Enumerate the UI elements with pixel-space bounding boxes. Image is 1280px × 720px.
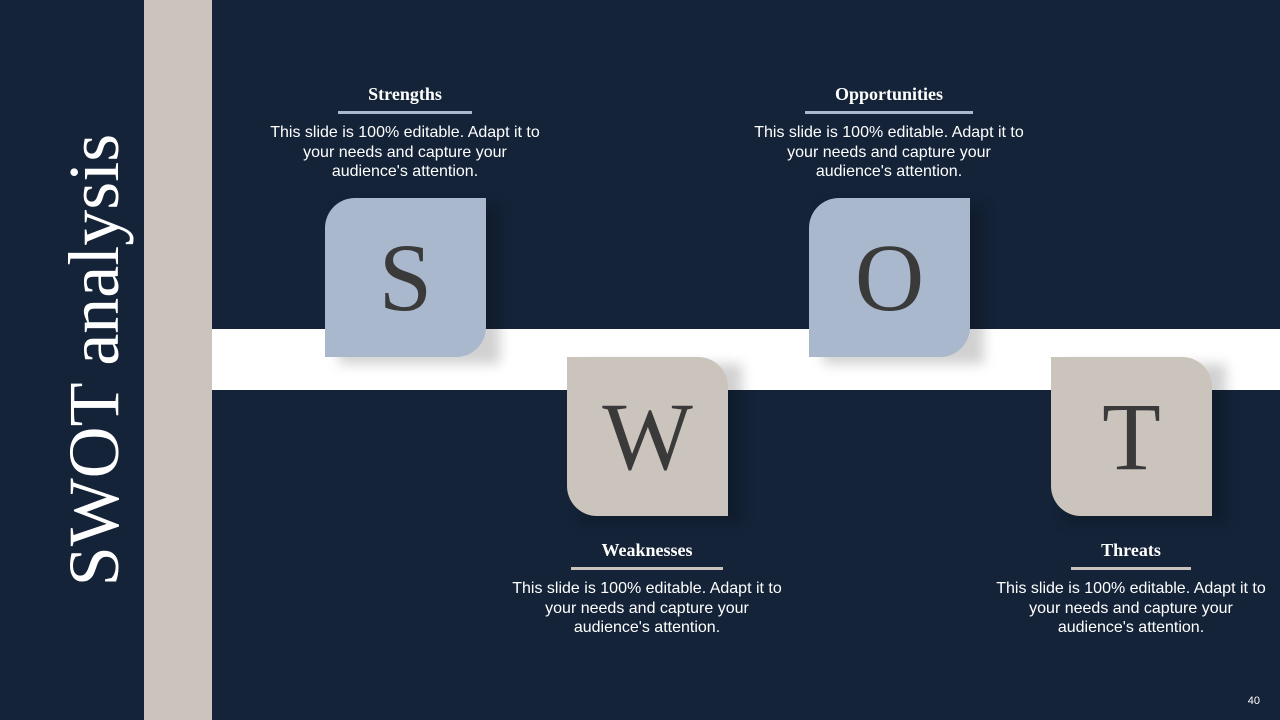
weaknesses-text: This slide is 100% editable. Adapt it to… <box>512 580 782 636</box>
opportunities-block: Opportunities This slide is 100% editabl… <box>754 84 1024 182</box>
tile-threats: T <box>1051 357 1212 516</box>
tile-strengths: S <box>325 198 486 357</box>
page-number: 40 <box>1247 695 1260 707</box>
tile-opportunities: O <box>809 198 970 357</box>
threats-block: Threats This slide is 100% editable. Ada… <box>996 540 1266 638</box>
threats-heading: Threats <box>1071 540 1191 570</box>
weaknesses-heading: Weaknesses <box>571 540 723 570</box>
strengths-text: This slide is 100% editable. Adapt it to… <box>270 124 540 180</box>
strengths-block: Strengths This slide is 100% editable. A… <box>270 84 540 182</box>
side-stripe <box>144 0 212 720</box>
weaknesses-block: Weaknesses This slide is 100% editable. … <box>512 540 782 638</box>
strengths-heading: Strengths <box>338 84 472 114</box>
opportunities-text: This slide is 100% editable. Adapt it to… <box>754 124 1024 180</box>
threats-text: This slide is 100% editable. Adapt it to… <box>996 580 1266 636</box>
opportunities-heading: Opportunities <box>804 84 974 114</box>
slide-title: SWOT analysis <box>54 133 134 587</box>
tile-weaknesses: W <box>567 357 728 516</box>
